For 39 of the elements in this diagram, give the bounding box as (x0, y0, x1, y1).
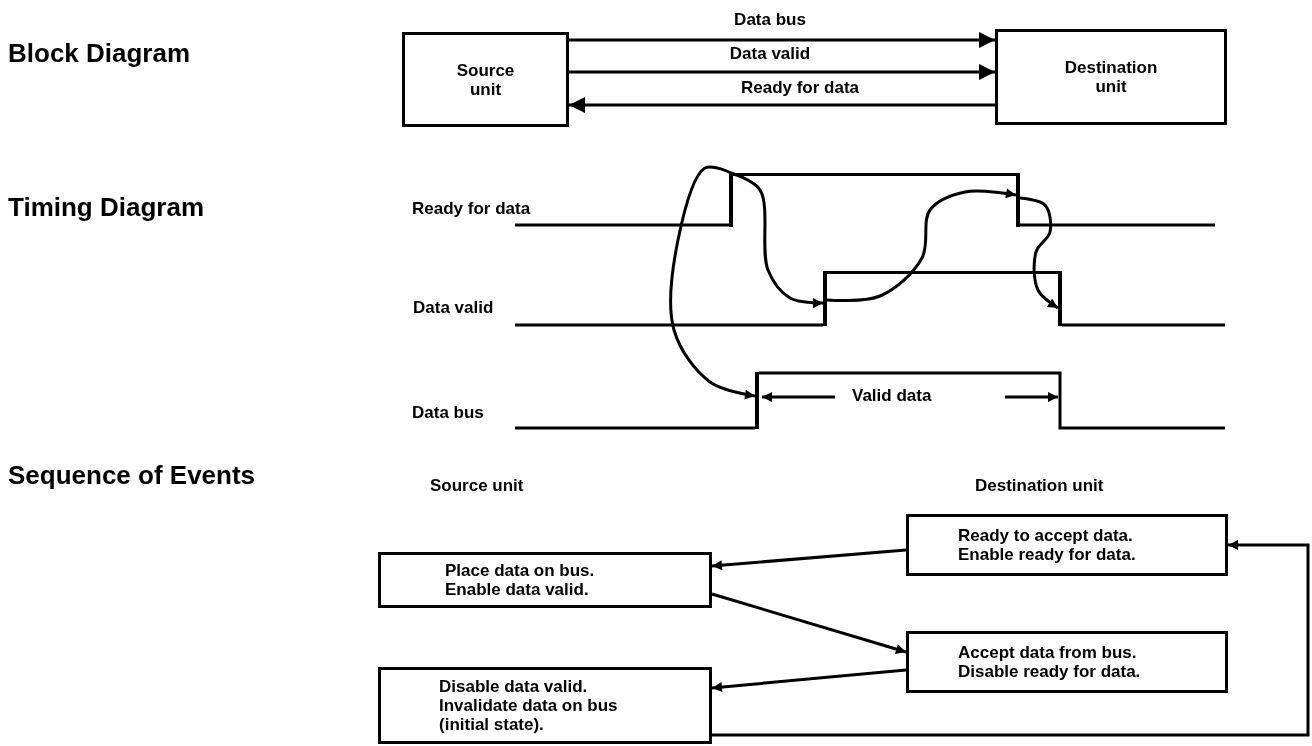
arrow (711, 548, 907, 571)
section-heading: Sequence of Events (8, 460, 256, 491)
unit-box (995, 29, 1227, 125)
box-text: Place data on bus. Enable data valid. (445, 561, 596, 599)
arrow (711, 592, 907, 654)
arrow (1019, 196, 1059, 310)
process-box (906, 631, 1228, 693)
signal-line (827, 271, 1058, 274)
arrow (826, 188, 1017, 303)
signal-name: Ready for data (412, 199, 531, 219)
arrow (669, 165, 756, 400)
signal-name: Data bus (412, 403, 484, 423)
arrow (569, 97, 995, 113)
process-box (906, 514, 1228, 576)
box-text: Accept data from bus. Disable ready for data. (958, 643, 1142, 681)
process-box (378, 552, 712, 608)
arrow (712, 540, 1310, 737)
signal-transition (1058, 271, 1062, 326)
section-heading: Timing Diagram (8, 192, 204, 223)
box-text: Source unit (455, 60, 516, 99)
signal-name: Data valid (413, 298, 494, 318)
arrow (730, 171, 823, 309)
unit-box (402, 32, 569, 127)
interval-label: Valid data (852, 386, 932, 406)
signal-transition (729, 173, 733, 227)
arrow (711, 668, 907, 693)
arrow (569, 64, 995, 80)
signal-transition (755, 372, 759, 429)
section-heading: Block Diagram (8, 38, 191, 69)
signal-transition (1016, 173, 1020, 227)
signal-transition (823, 271, 827, 326)
signal-line (733, 173, 1016, 176)
box-text: Destination unit (1063, 58, 1159, 96)
column-heading: Source unit (430, 476, 524, 496)
process-box (378, 667, 712, 744)
column-heading: Destination unit (975, 476, 1104, 496)
arrow (569, 32, 995, 48)
box-text: Ready to accept data. Enable ready for data. (958, 526, 1137, 564)
box-text: Disable data valid. Invalidate data on bus (initial state). (439, 677, 619, 734)
